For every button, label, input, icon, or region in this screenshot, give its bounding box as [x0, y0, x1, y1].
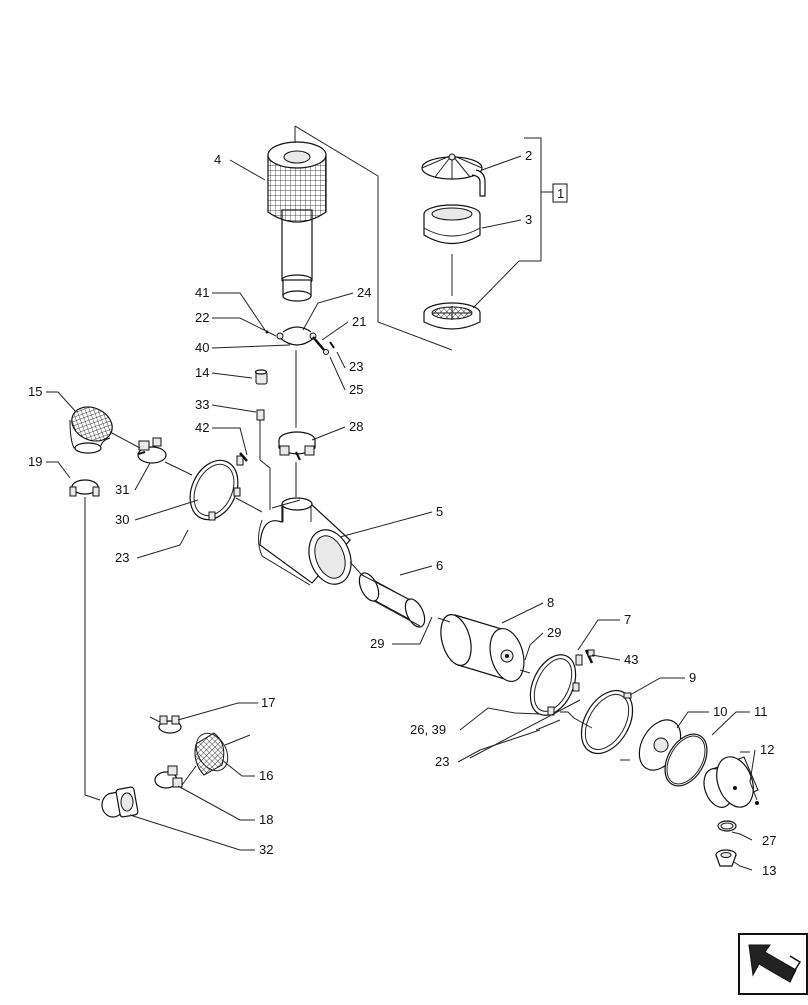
label-29-right: 29 — [547, 625, 561, 640]
part-6-inner-filter — [358, 572, 426, 628]
label-41: 41 — [195, 285, 209, 300]
part-14-fitting — [254, 369, 268, 385]
label-43: 43 — [624, 652, 638, 667]
label-23-left: 23 — [115, 550, 129, 565]
part-9-ring — [580, 689, 634, 755]
label-27: 27 — [762, 833, 776, 848]
part-18-clamp — [154, 765, 183, 789]
bolt-43 — [584, 649, 595, 664]
label-26-39: 26, 39 — [410, 722, 446, 737]
part-11-oring — [664, 733, 708, 787]
part-19-clamp — [69, 479, 100, 497]
label-7: 7 — [624, 612, 631, 627]
label-22: 22 — [195, 310, 209, 325]
callout-labels: 4 2 3 1 41 22 40 24 21 23 25 14 33 42 28… — [28, 148, 776, 878]
label-4: 4 — [214, 152, 221, 167]
part-12-cover — [703, 756, 759, 808]
label-3: 3 — [525, 212, 532, 227]
part-16-mesh — [194, 732, 229, 776]
label-23-top: 23 — [349, 359, 363, 374]
part-32-adapter — [101, 786, 139, 818]
label-1: 1 — [557, 186, 564, 201]
label-5: 5 — [436, 504, 443, 519]
label-13: 13 — [762, 863, 776, 878]
part-4-precleaner — [267, 141, 327, 302]
label-6: 6 — [436, 558, 443, 573]
label-28: 28 — [349, 419, 363, 434]
part-15-elbow — [69, 406, 113, 454]
label-18: 18 — [259, 812, 273, 827]
part-13-valve — [715, 849, 737, 867]
label-31: 31 — [115, 482, 129, 497]
label-29-left: 29 — [370, 636, 384, 651]
part-8-filter — [440, 614, 525, 683]
part-30-band — [189, 455, 244, 521]
part-3-bowl — [423, 204, 481, 245]
label-30: 30 — [115, 512, 129, 527]
label-11: 11 — [754, 704, 768, 719]
label-14: 14 — [195, 365, 209, 380]
label-17: 17 — [261, 695, 275, 710]
part-31-clamp — [137, 437, 167, 464]
label-42: 42 — [195, 420, 209, 435]
label-2: 2 — [525, 148, 532, 163]
bolt-42 — [239, 452, 248, 462]
leader-lines — [46, 125, 758, 871]
label-25: 25 — [349, 382, 363, 397]
part-40-clamp — [265, 326, 317, 346]
label-12: 12 — [760, 742, 774, 757]
label-24: 24 — [357, 285, 371, 300]
label-10: 10 — [713, 704, 727, 719]
label-21: 21 — [352, 314, 366, 329]
label-16: 16 — [259, 768, 273, 783]
label-23-bottom: 23 — [435, 754, 449, 769]
arrow-icon[interactable] — [738, 933, 808, 995]
part-28-clamp — [278, 431, 316, 461]
label-9: 9 — [689, 670, 696, 685]
label-19: 19 — [28, 454, 42, 469]
label-40: 40 — [195, 340, 209, 355]
label-15: 15 — [28, 384, 42, 399]
label-8: 8 — [547, 595, 554, 610]
label-1-box — [552, 183, 568, 203]
part-27-clamp — [717, 820, 737, 832]
bolt-21 — [312, 336, 335, 355]
part-33-fitting — [256, 409, 265, 421]
label-32: 32 — [259, 842, 273, 857]
part-2-cap — [421, 153, 486, 197]
part-17-clamp — [158, 715, 182, 734]
part-7-band — [529, 654, 583, 716]
label-33: 33 — [195, 397, 209, 412]
part-5-housing — [258, 497, 352, 586]
precleaner-base — [423, 302, 481, 330]
